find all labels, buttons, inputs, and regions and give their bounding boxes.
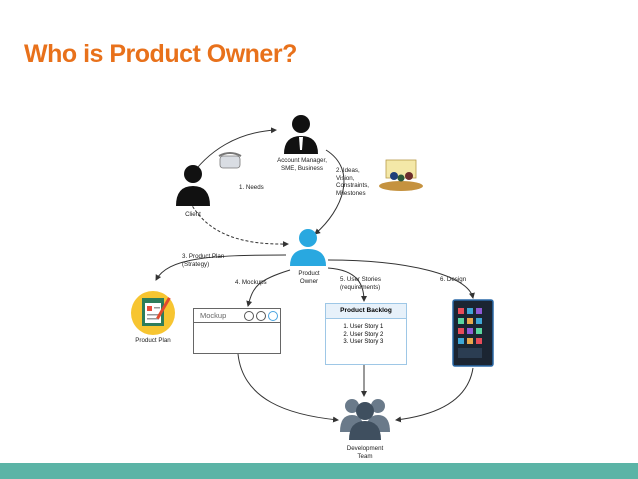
mockup-title: Mockup — [200, 311, 227, 320]
account-manager-label: Account Manager, SME, Business — [277, 157, 327, 172]
backlog-item: User Story 2 — [350, 332, 406, 340]
edge-label-design: 6. Design — [440, 276, 467, 283]
backlog-item: User Story 1 — [350, 324, 406, 332]
backlog-item: User Story 3 — [350, 339, 406, 347]
client-label: Client — [185, 211, 201, 218]
diagram-connectors — [131, 115, 494, 440]
backlog-list: User Story 1 User Story 2 User Story 3 — [326, 324, 406, 347]
circle-icon — [244, 310, 254, 321]
product-owner-label: Product Owner — [298, 270, 320, 285]
product-owner-icon — [290, 229, 326, 266]
circle-icon — [256, 310, 266, 321]
telephone-icon — [218, 152, 242, 169]
product-backlog-box: Product Backlog User Story 1 User Story … — [325, 303, 407, 365]
design-screen-icon — [452, 299, 494, 367]
mockup-title-bar: Mockup — [194, 309, 280, 323]
edge-label-mockups: 4. Mockups — [235, 279, 267, 286]
mockup-wireframe: Mockup — [193, 308, 281, 354]
product-owner-diagram: Client Account Manager, SME, Business 1.… — [118, 110, 500, 464]
edge-label-ideas: 2. Ideas, Vision, Constraints, Milestone… — [336, 167, 370, 197]
product-plan-label: Product Plan — [135, 337, 171, 344]
edge-label-needs: 1. Needs — [239, 184, 264, 191]
slide-title: Who is Product Owner? — [24, 40, 297, 68]
edge-label-user-stories: 5. User Stories (requirements) — [340, 276, 381, 291]
development-team-label: Development Team — [346, 445, 384, 460]
meeting-icon — [379, 159, 423, 191]
product-backlog-title: Product Backlog — [326, 304, 406, 319]
product-plan-icon — [131, 291, 175, 335]
circle-icon — [268, 310, 278, 321]
footer-bar — [0, 463, 638, 479]
account-manager-icon — [284, 115, 318, 154]
development-team-icon — [340, 399, 390, 440]
edge-label-product-plan: 3. Product Plan (Strategy) — [182, 253, 225, 268]
client-icon — [176, 165, 210, 206]
